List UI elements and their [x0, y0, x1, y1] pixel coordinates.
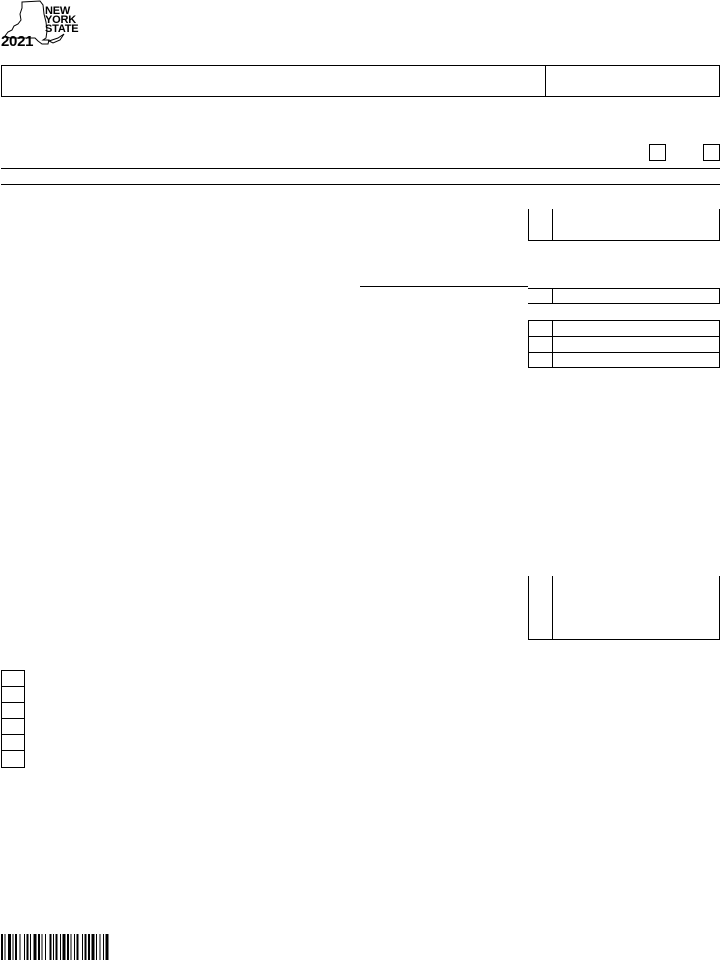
identification-number-field[interactable] — [546, 66, 720, 96]
entry-box-tall-2[interactable] — [528, 576, 720, 640]
entry-field-b[interactable] — [553, 337, 719, 352]
section-rule-2 — [1, 184, 720, 185]
name-id-divider — [545, 66, 546, 96]
entry-field-c[interactable] — [553, 353, 719, 367]
checkbox-2[interactable] — [703, 144, 720, 161]
barcode-icon — [0, 934, 160, 960]
checkbox-1[interactable] — [649, 144, 666, 161]
state-name-line2: YORK — [45, 14, 76, 26]
state-name-line1: NEW — [45, 5, 71, 17]
state-name-line3: STATE — [45, 23, 79, 35]
section-rule-1 — [1, 168, 720, 169]
entry-box-single[interactable] — [528, 288, 720, 304]
left-box-stack — [1, 670, 25, 768]
new-york-state-outline-icon — [4, 0, 65, 45]
tax-year: 2021 — [1, 33, 34, 50]
entry-box-tall-1[interactable] — [528, 209, 720, 241]
nys-logo: NEW YORK STATE 2021 — [0, 0, 82, 52]
subtotal-rule — [360, 286, 528, 287]
entry-field-a[interactable] — [553, 321, 719, 336]
entry-box-group — [528, 320, 720, 368]
name-field[interactable] — [2, 66, 545, 96]
taxpayer-info-box — [1, 65, 720, 97]
